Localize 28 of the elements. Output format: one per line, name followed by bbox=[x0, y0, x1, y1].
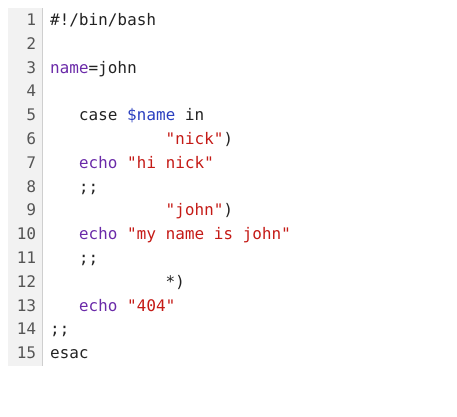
code-line: echo "hi nick" bbox=[78, 152, 214, 173]
code-line: name=john bbox=[50, 58, 137, 78]
line-number: 5 bbox=[25, 105, 36, 126]
code-line: ;; bbox=[78, 248, 98, 268]
line-number: 13 bbox=[16, 296, 36, 316]
line-number: 12 bbox=[16, 272, 36, 292]
line-number: 15 bbox=[16, 343, 36, 364]
line-number: 2 bbox=[25, 34, 36, 54]
line-number: 6 bbox=[25, 129, 36, 149]
code-line: *) bbox=[166, 272, 185, 292]
code-line: esac bbox=[50, 343, 89, 364]
line-number: 9 bbox=[25, 200, 36, 220]
line-number: 11 bbox=[16, 248, 36, 268]
code-line: ;; bbox=[78, 176, 98, 197]
code-line: case $name in bbox=[78, 105, 204, 126]
code-line: "nick") bbox=[166, 129, 233, 149]
code-line: echo "my name is john" bbox=[78, 224, 291, 244]
line-number: 3 bbox=[25, 58, 36, 78]
code-line: "john") bbox=[166, 200, 233, 220]
line-number: 7 bbox=[25, 152, 36, 173]
code-line: #!/bin/bash bbox=[50, 10, 156, 30]
line-number: 14 bbox=[16, 319, 36, 340]
code-line: ;; bbox=[50, 319, 70, 340]
line-number: 1 bbox=[25, 10, 36, 30]
line-number: 4 bbox=[25, 81, 36, 102]
line-number: 10 bbox=[16, 224, 36, 244]
line-number: 8 bbox=[25, 176, 36, 197]
code-line: echo "404" bbox=[78, 296, 176, 316]
